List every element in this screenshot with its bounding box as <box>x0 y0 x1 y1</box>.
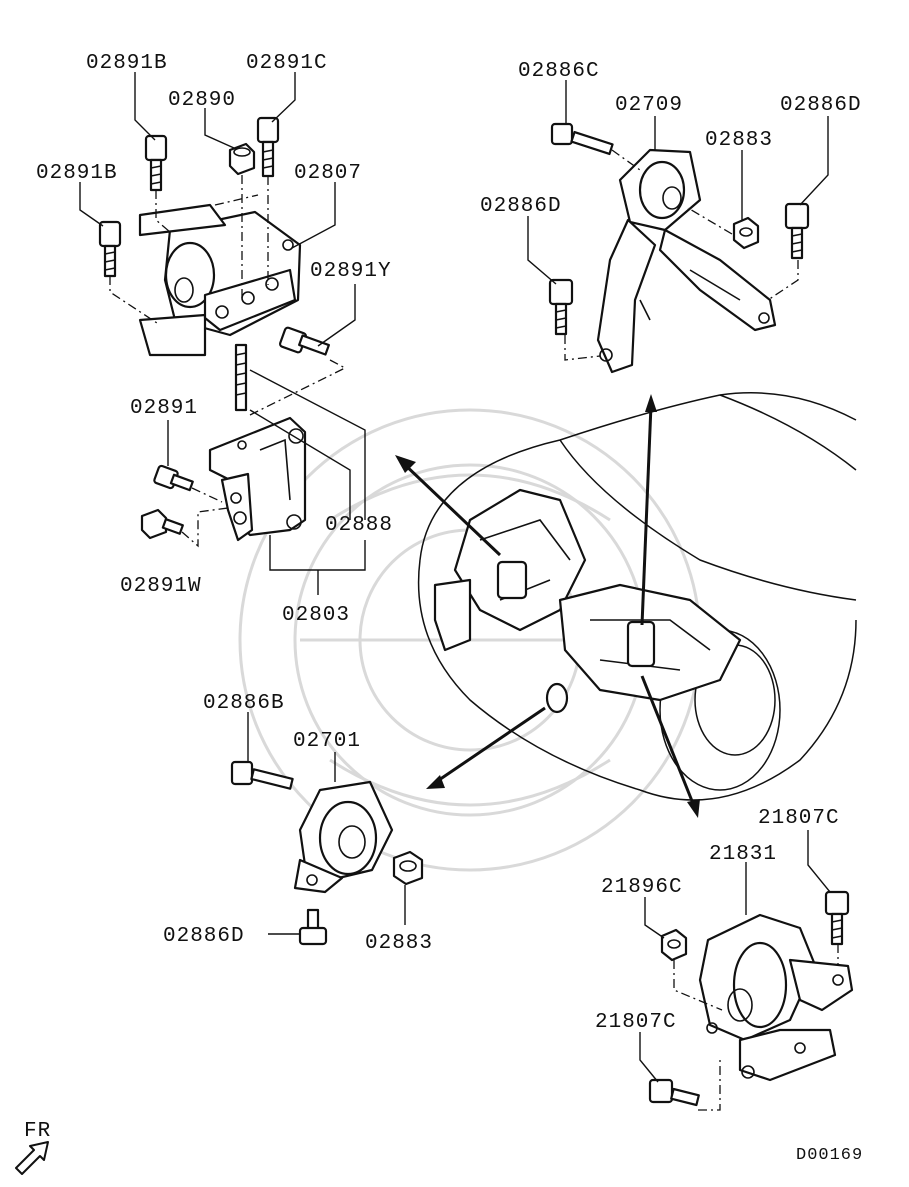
label-02891: 02891 <box>130 397 198 420</box>
bolt-21807C-bottom <box>648 1078 700 1107</box>
diagram-id: D00169 <box>796 1146 863 1165</box>
bolt-02891B-left <box>98 220 122 278</box>
bolt-02891 <box>153 464 194 492</box>
nut-02891W <box>140 508 184 540</box>
label-02886D-bottom: 02886D <box>163 925 245 948</box>
engine-mount-bracket-02803 <box>208 416 307 542</box>
label-02891Y: 02891Y <box>310 260 392 283</box>
label-02891W: 02891W <box>120 575 202 598</box>
bolt-21807C-top <box>824 890 850 946</box>
nut-02883-top <box>732 216 760 250</box>
engine-mount-02709 <box>596 148 777 374</box>
label-02709: 02709 <box>615 94 683 117</box>
label-21807C-bottom: 21807C <box>595 1011 677 1034</box>
bolt-02886D-bottom <box>298 908 328 946</box>
label-21807C-top: 21807C <box>758 807 840 830</box>
label-21831: 21831 <box>709 843 777 866</box>
label-02886D-right: 02886D <box>780 94 862 117</box>
engine-mount-21831 <box>698 913 854 1082</box>
front-direction-arrow-icon <box>15 1141 49 1175</box>
label-02890: 02890 <box>168 89 236 112</box>
label-02891B-top: 02891B <box>86 52 168 75</box>
bolt-02891Y <box>278 326 330 356</box>
engine-mount-02701 <box>293 780 394 894</box>
label-02891C: 02891C <box>246 52 328 75</box>
bolt-02886D-right <box>784 202 810 260</box>
label-02803: 02803 <box>282 604 350 627</box>
label-02886B: 02886B <box>203 692 285 715</box>
stud-02888 <box>234 343 248 412</box>
front-direction-indicator: FR <box>15 1120 51 1175</box>
label-02883-bottom: 02883 <box>365 932 433 955</box>
bolt-02891B-top <box>144 134 168 192</box>
label-02701: 02701 <box>293 730 361 753</box>
label-02886D-left: 02886D <box>480 195 562 218</box>
pointer-arrows <box>395 394 700 818</box>
assembly-lines-top-right <box>564 149 799 361</box>
label-02883-top: 02883 <box>705 129 773 152</box>
bolt-02886D-left <box>548 278 574 336</box>
label-21896C: 21896C <box>601 876 683 899</box>
leader-lines-top-left <box>79 72 366 595</box>
label-02888: 02888 <box>325 514 393 537</box>
part-labels: 02891B 02891C 02890 02891B 02807 02891Y … <box>36 52 862 1034</box>
label-02807: 02807 <box>294 162 362 185</box>
leader-lines-bottom-left <box>247 712 406 935</box>
nut-02883-bottom <box>392 850 424 886</box>
assembly-lines-left-bracket <box>181 487 229 548</box>
label-02886C: 02886C <box>518 60 600 83</box>
nut-21896C <box>660 928 688 962</box>
nut-02890 <box>228 142 256 176</box>
bolt-02886C <box>550 122 614 156</box>
bolt-02891C <box>256 116 280 178</box>
front-direction-label: FR <box>24 1120 51 1143</box>
label-02891B-left: 02891B <box>36 162 118 185</box>
bolt-02886B <box>230 760 294 790</box>
assembly-lines-top-left <box>109 175 347 416</box>
engine-mount-bracket-02807 <box>138 203 302 357</box>
vehicle-engine-bay-illustration <box>417 392 857 801</box>
leader-lines-top-right <box>527 80 829 285</box>
leader-lines-bottom-right <box>639 830 831 1083</box>
assembly-lines-bottom-right <box>673 944 839 1111</box>
